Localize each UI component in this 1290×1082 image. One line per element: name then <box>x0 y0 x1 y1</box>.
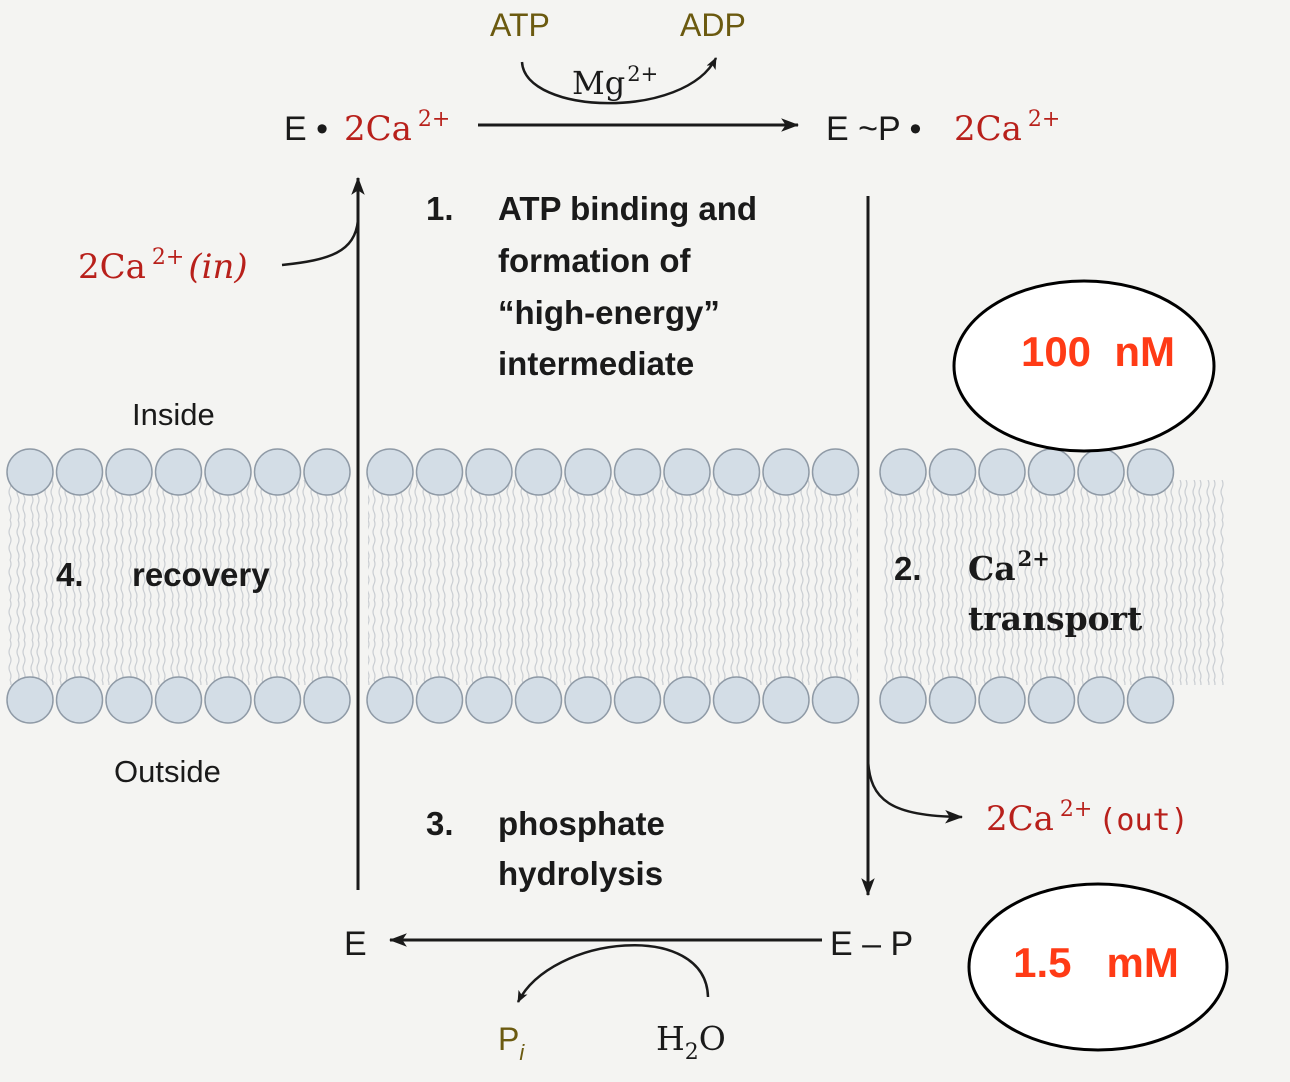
phospholipid-head <box>1077 676 1125 724</box>
pi-label: Pi <box>498 1021 525 1065</box>
ca-out-arrow <box>866 759 964 824</box>
phospholipid-head <box>253 676 302 724</box>
phospholipid-head <box>154 448 203 496</box>
phospholipid-head <box>879 676 927 724</box>
phospholipid-head <box>105 448 153 496</box>
e-p-bottom-right: E – P <box>830 925 913 963</box>
phospholipid-head <box>1077 448 1125 496</box>
phospholipid-head <box>204 448 252 496</box>
phospholipid-head <box>253 448 302 496</box>
phospholipid-head <box>762 676 810 724</box>
phospholipid-head <box>514 448 563 496</box>
phospholipid-head <box>1126 448 1175 496</box>
step2-number: 2. <box>894 550 922 587</box>
step1-line4: intermediate <box>498 345 694 382</box>
phospholipid-head <box>811 676 860 724</box>
phospholipid-head <box>514 676 563 724</box>
step1-number: 1. <box>426 190 454 227</box>
e-p-top-right: E ~P • <box>826 110 921 148</box>
phospholipid-head <box>366 676 414 724</box>
step2-line2: transport <box>968 599 1143 638</box>
step2-ca: Ca2+ <box>968 546 1050 588</box>
phospholipid-head <box>978 448 1026 496</box>
step4-label: recovery <box>132 556 270 593</box>
atp-to-adp-arrow <box>520 57 718 105</box>
step1-line1: ATP binding and <box>498 190 757 227</box>
phospholipid-head <box>762 448 810 496</box>
step1-line3: “high-energy” <box>498 294 720 331</box>
phospholipid-head <box>811 448 860 496</box>
step3-number: 3. <box>426 805 454 842</box>
water-label: H2O <box>656 1019 726 1065</box>
phospholipid-head <box>1027 676 1076 724</box>
phospholipid-head <box>1027 448 1076 496</box>
phospholipid-head <box>415 448 464 496</box>
phospholipid-head <box>663 676 711 724</box>
phospholipid-head <box>415 676 464 724</box>
outside-label: Outside <box>114 754 221 789</box>
phospholipid-head <box>1126 676 1175 724</box>
outside-concentration-text: 1.5 mM <box>1013 939 1179 986</box>
phospholipid-head <box>928 448 977 496</box>
phospholipid-head <box>613 448 662 496</box>
step4-number: 4. <box>56 556 84 593</box>
phospholipid-head <box>613 676 662 724</box>
mg-label: Mg2+ <box>572 62 658 102</box>
phospholipid-head <box>55 448 104 496</box>
phospholipid-head <box>564 448 612 496</box>
phospholipid-head <box>303 676 351 724</box>
e-bottom-left: E <box>344 925 367 963</box>
phospholipid-head <box>6 676 54 724</box>
atp-label: ATP <box>490 7 550 43</box>
phospholipid-head <box>154 676 203 724</box>
phospholipid-head <box>465 676 513 724</box>
membrane-tails <box>8 480 1225 685</box>
phospholipid-head <box>712 448 761 496</box>
step3-line1: phosphate <box>498 805 665 842</box>
inside-concentration-text: 100 nM <box>1021 328 1175 375</box>
phospholipid-head <box>879 448 927 496</box>
inside-concentration-callout: 100 nM <box>952 279 1216 453</box>
water-to-pi-arrow <box>516 944 710 1003</box>
adp-label: ADP <box>680 7 746 43</box>
membrane-heads-bottom <box>6 676 1175 724</box>
phospholipid-head <box>6 448 54 496</box>
phospholipid-head <box>663 448 711 496</box>
inside-label: Inside <box>132 397 215 432</box>
ca-in-arrow <box>281 219 360 267</box>
phospholipid-head <box>928 676 977 724</box>
phospholipid-head <box>55 676 104 724</box>
phospholipid-head <box>204 676 252 724</box>
outside-concentration-callout: 1.5 mM <box>967 882 1229 1052</box>
step1-line2: formation of <box>498 242 691 279</box>
phospholipid-head <box>366 448 414 496</box>
phospholipid-head <box>465 448 513 496</box>
phospholipid-head <box>712 676 761 724</box>
phospholipid-head <box>978 676 1026 724</box>
step3-line2: hydrolysis <box>498 855 663 892</box>
phospholipid-head <box>303 448 351 496</box>
phospholipid-head <box>105 676 153 724</box>
membrane-heads-top <box>6 448 1175 496</box>
e-top-left: E • <box>284 110 328 148</box>
phospholipid-head <box>564 676 612 724</box>
